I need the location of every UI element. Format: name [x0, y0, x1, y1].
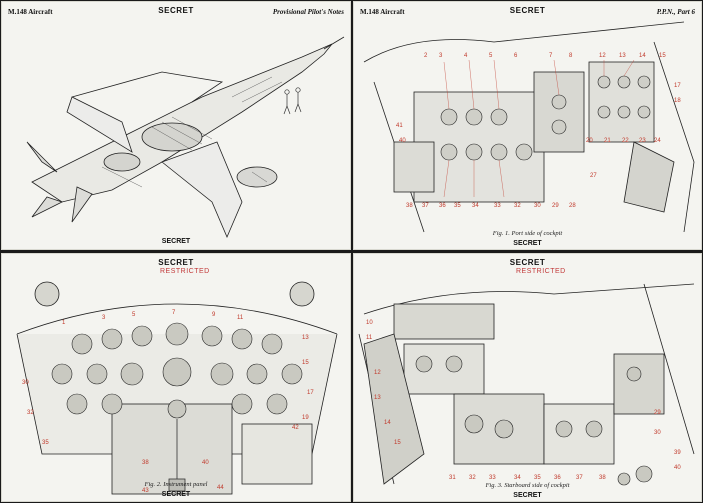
- svg-text:1: 1: [62, 320, 66, 326]
- svg-text:14: 14: [639, 53, 646, 59]
- svg-text:35: 35: [42, 440, 49, 446]
- svg-text:15: 15: [302, 360, 309, 366]
- svg-text:40: 40: [674, 465, 681, 471]
- svg-text:32: 32: [514, 203, 521, 209]
- header-classification: SECRET: [158, 6, 194, 15]
- svg-text:40: 40: [202, 460, 209, 466]
- svg-text:15: 15: [394, 440, 401, 446]
- svg-text:33: 33: [494, 203, 501, 209]
- svg-text:42: 42: [292, 425, 299, 431]
- svg-text:29: 29: [552, 203, 559, 209]
- svg-text:31: 31: [449, 475, 456, 481]
- svg-text:38: 38: [599, 475, 606, 481]
- svg-text:36: 36: [439, 203, 446, 209]
- svg-text:12: 12: [374, 370, 381, 376]
- svg-text:34: 34: [472, 203, 479, 209]
- svg-text:32: 32: [27, 410, 34, 416]
- footer-classification: SECRET: [513, 492, 542, 499]
- svg-text:40: 40: [399, 138, 406, 144]
- svg-text:15: 15: [659, 53, 666, 59]
- svg-text:30: 30: [22, 380, 29, 386]
- aircraft-cutaway-drawing: [26, 36, 345, 239]
- header-right: Provisional Pilot's Notes: [272, 8, 344, 16]
- page-header: SECRET: [2, 258, 350, 270]
- footer-classification: SECRET: [161, 238, 191, 245]
- starboard-cockpit-drawing: 10 11 12 13 14 15 29 30 31 32 33 34 35 36 37 38 39 40: [358, 283, 695, 486]
- svg-text:12: 12: [599, 53, 606, 59]
- svg-text:13: 13: [302, 335, 309, 341]
- svg-text:5: 5: [489, 53, 493, 59]
- figure-caption: Fig. 2. Instrument panel: [144, 481, 208, 488]
- svg-text:35: 35: [534, 475, 541, 481]
- svg-text:3: 3: [102, 315, 106, 321]
- svg-text:11: 11: [237, 315, 244, 321]
- svg-text:14: 14: [384, 420, 391, 426]
- svg-text:30: 30: [654, 430, 661, 436]
- svg-text:2: 2: [424, 53, 428, 59]
- page-starboard-side-cockpit: SECRET RESTRICTED 10 11 12 13 14 15 29 30 31 32…: [353, 253, 702, 502]
- figure-caption: Fig. 1. Port side of cockpit: [492, 230, 563, 237]
- svg-text:30: 30: [534, 203, 541, 209]
- footer-classification: SECRET: [513, 240, 542, 247]
- svg-text:17: 17: [307, 390, 314, 396]
- svg-text:29: 29: [654, 410, 661, 416]
- svg-text:21: 21: [604, 138, 611, 144]
- header-right: P.P.N., Part 6: [656, 8, 695, 16]
- svg-text:5: 5: [132, 312, 136, 318]
- restricted-stamp: RESTRICTED: [160, 268, 210, 275]
- svg-text:8: 8: [569, 53, 573, 59]
- svg-text:23: 23: [639, 138, 646, 144]
- page-header: M.148 Aircraft SECRET Provisional Pilot'…: [2, 6, 350, 18]
- svg-text:36: 36: [554, 475, 561, 481]
- svg-text:33: 33: [489, 475, 496, 481]
- page-port-side-cockpit: M.148 Aircraft SECRET P.P.N., Part 6: [353, 1, 702, 250]
- svg-text:17: 17: [674, 83, 681, 89]
- svg-text:37: 37: [576, 475, 583, 481]
- figure-caption: Fig. 3. Starboard side of cockpit: [485, 482, 570, 489]
- page-header: SECRET: [354, 258, 701, 270]
- svg-text:34: 34: [514, 475, 521, 481]
- svg-text:39: 39: [674, 450, 681, 456]
- svg-text:3: 3: [439, 53, 443, 59]
- svg-text:44: 44: [217, 485, 224, 491]
- svg-text:19: 19: [302, 415, 309, 421]
- restricted-stamp: RESTRICTED: [516, 268, 566, 275]
- svg-text:27: 27: [590, 173, 597, 179]
- svg-text:38: 38: [142, 460, 149, 466]
- svg-text:41: 41: [396, 123, 403, 129]
- svg-text:13: 13: [619, 53, 626, 59]
- svg-text:11: 11: [366, 335, 373, 341]
- svg-text:13: 13: [374, 395, 381, 401]
- header-classification: SECRET: [509, 258, 546, 267]
- svg-text:18: 18: [674, 98, 681, 104]
- svg-text:35: 35: [454, 203, 461, 209]
- header-left: M.148 Aircraft: [8, 8, 53, 16]
- footer-classification: SECRET: [161, 491, 191, 498]
- svg-text:7: 7: [549, 53, 553, 59]
- svg-text:22: 22: [622, 138, 629, 144]
- svg-text:43: 43: [142, 488, 149, 494]
- header-classification: SECRET: [158, 258, 194, 267]
- svg-text:20: 20: [586, 138, 593, 144]
- svg-text:7: 7: [172, 310, 176, 316]
- svg-text:28: 28: [569, 203, 576, 209]
- svg-text:37: 37: [422, 203, 429, 209]
- header-left: M.148 Aircraft: [360, 8, 405, 16]
- svg-text:38: 38: [406, 203, 413, 209]
- page-aircraft-cutaway: M.148 Aircraft SECRET Provisional Pilot'…: [1, 1, 351, 250]
- header-classification: SECRET: [509, 6, 546, 15]
- page-header: M.148 Aircraft SECRET P.P.N., Part 6: [354, 6, 701, 18]
- svg-text:32: 32: [469, 475, 476, 481]
- svg-text:24: 24: [654, 138, 661, 144]
- svg-text:9: 9: [212, 312, 216, 318]
- svg-text:6: 6: [514, 53, 518, 59]
- svg-text:4: 4: [464, 53, 468, 59]
- svg-text:10: 10: [366, 320, 373, 326]
